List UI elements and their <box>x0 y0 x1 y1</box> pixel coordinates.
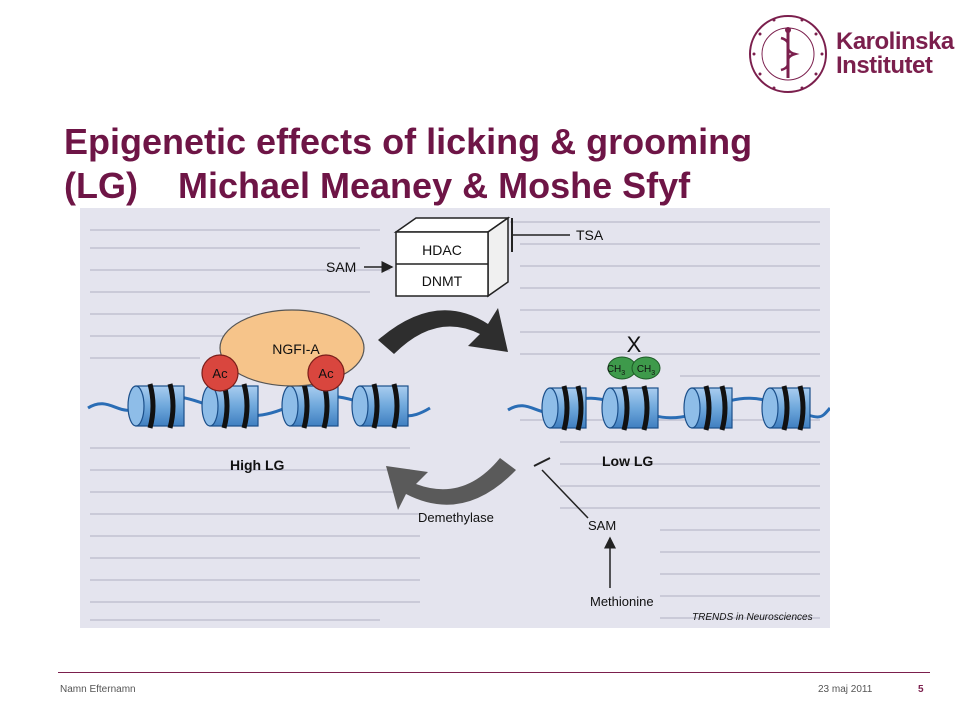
methylation-cycle-arrow <box>378 308 508 354</box>
sam-bottom-bar <box>533 457 551 467</box>
demethylation-cycle-arrow <box>386 458 516 510</box>
high-lg-chromatin <box>87 383 431 429</box>
hdac-label: HDAC <box>422 242 462 258</box>
nucleosome-left-1 <box>127 383 185 429</box>
nucleosome-right-2 <box>601 385 659 431</box>
karolinska-logo: Karolinska Institutet <box>748 12 954 102</box>
logo-word-institutet: Institutet <box>836 52 933 79</box>
hdac-dnmt-box: HDAC DNMT <box>393 216 511 298</box>
sam-bottom-line <box>541 469 589 519</box>
dnmt-label: DNMT <box>422 273 463 289</box>
acetyl-label-right: Ac <box>318 366 334 381</box>
low-lg-label: Low LG <box>602 453 653 469</box>
slide-title-line-1: Epigenetic effects of licking & grooming <box>64 121 753 162</box>
nucleosome-right-4 <box>761 385 811 431</box>
footer-divider <box>58 672 930 673</box>
demethylase-label: Demethylase <box>418 510 494 525</box>
methionine-label: Methionine <box>590 594 654 609</box>
methyl-group-right <box>631 356 661 380</box>
figure-credit: TRENDS in Neurosciences <box>692 612 813 623</box>
nucleosome-left-2 <box>201 383 259 429</box>
nucleosome-left-3 <box>281 383 339 429</box>
sam-top-label: SAM <box>326 259 356 275</box>
ngfi-a-label: NGFI-A <box>272 341 320 357</box>
nucleosome-right-1 <box>541 385 587 431</box>
nucleosome-left-4 <box>351 383 409 429</box>
acetyl-group-left <box>201 354 239 392</box>
ki-seal-icon <box>749 15 827 93</box>
acetyl-group-right <box>307 354 345 392</box>
slide-title: Epigenetic effects of licking & grooming… <box>64 120 924 208</box>
sam-bottom-label: SAM <box>588 518 616 533</box>
high-lg-label: High LG <box>230 457 285 473</box>
epigenetics-figure: HDAC DNMT TSA SAM <box>80 208 832 628</box>
nucleosome-right-3 <box>683 385 733 431</box>
slide-title-line-2: (LG) Michael Meaney & Moshe Sfyf <box>64 165 691 206</box>
footer-page-number: 5 <box>918 684 924 695</box>
methyl-label-left: CH3 <box>607 364 625 377</box>
acetyl-label-left: Ac <box>212 366 228 381</box>
logo-word-karolinska: Karolinska <box>836 28 954 55</box>
low-lg-chromatin <box>507 385 832 431</box>
methyl-label-right: CH3 <box>637 364 655 377</box>
tsa-label: TSA <box>576 227 604 243</box>
background-text-texture <box>90 221 820 621</box>
binding-blocked-mark: X <box>627 332 642 357</box>
footer-author: Namn Efternamn <box>60 684 136 695</box>
tsa-inhibition: TSA <box>511 218 604 252</box>
footer-date: 23 maj 2011 <box>818 684 873 695</box>
